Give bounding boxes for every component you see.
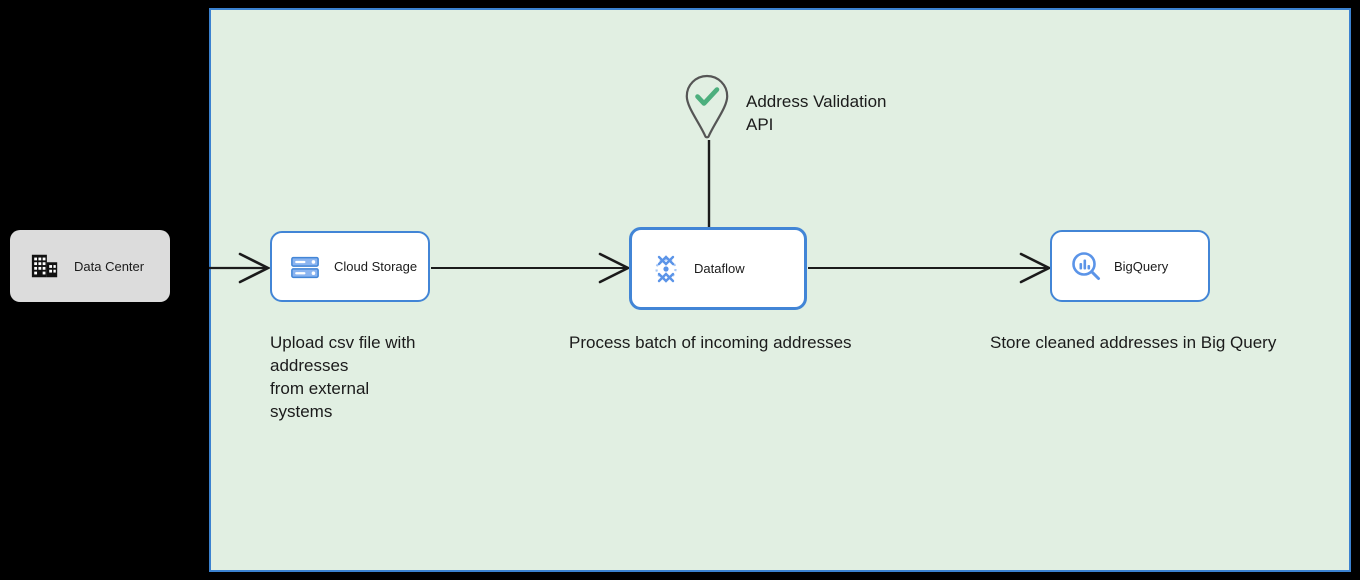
node-bigquery-label: BigQuery <box>1114 258 1169 274</box>
node-data-center[interactable]: Data Center <box>10 230 170 302</box>
node-cloud-storage-label: Cloud Storage <box>334 259 418 274</box>
node-bigquery[interactable]: BigQuery <box>1050 230 1210 302</box>
node-data-center-label: Data Center <box>74 258 145 274</box>
building-icon <box>31 254 58 278</box>
node-dataflow-label: Dataflow <box>694 261 745 276</box>
caption-process-batch: Process batch of incoming addresses <box>569 333 852 352</box>
node-cloud-storage[interactable]: Cloud Storage <box>270 231 430 302</box>
map-pin-check-icon <box>685 74 729 139</box>
node-address-validation-api-label: Address Validation API <box>746 92 887 134</box>
node-dataflow[interactable]: Dataflow <box>629 227 807 310</box>
caption-upload-csv: Upload csv file with addresses from exte… <box>270 333 416 421</box>
bigquery-icon <box>1072 252 1100 280</box>
caption-store-bigquery: Store cleaned addresses in Big Query <box>990 333 1277 352</box>
node-address-validation-api[interactable]: Address Validation API <box>684 74 887 140</box>
dataflow-icon <box>655 254 677 283</box>
cloud-storage-icon <box>291 256 319 278</box>
